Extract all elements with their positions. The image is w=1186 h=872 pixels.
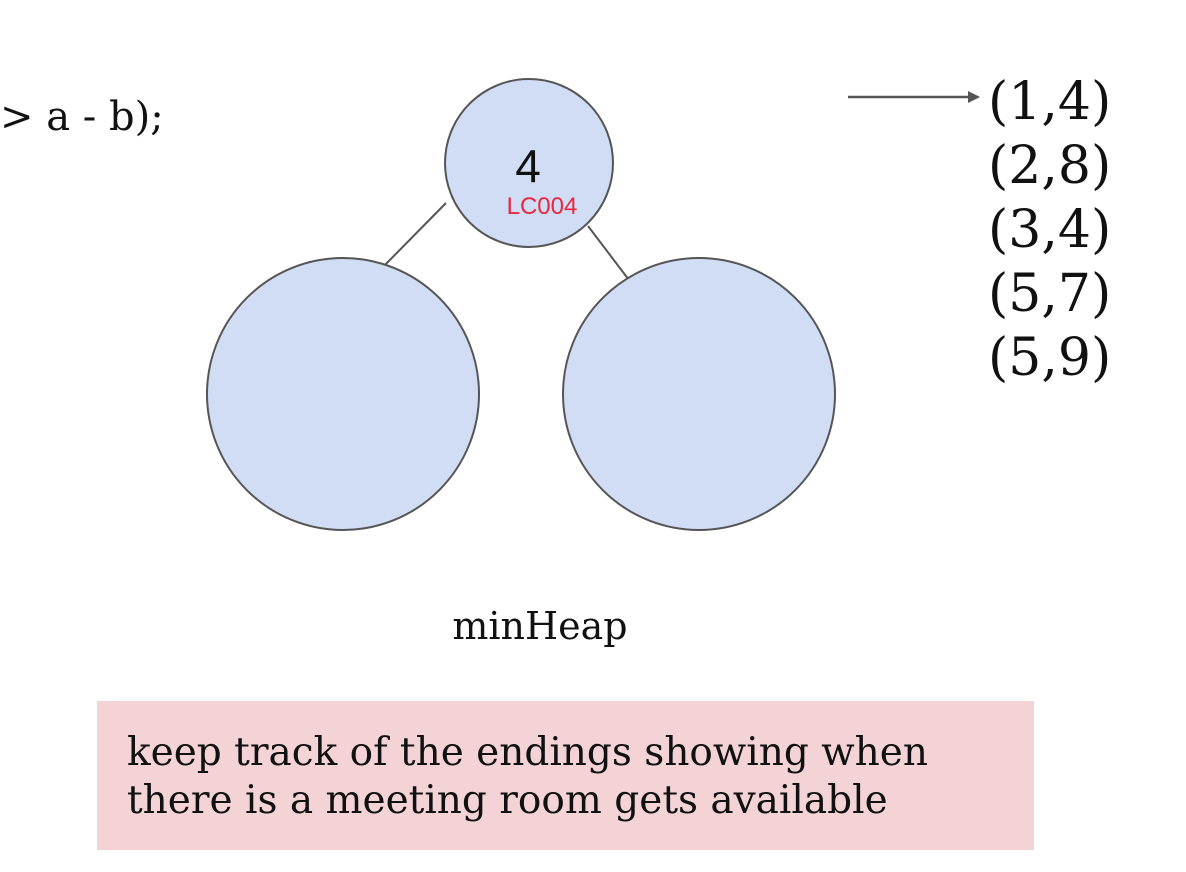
heap-right-child-node [562,257,836,531]
interval-list: (1,4) (2,8) (3,4) (5,7) (5,9) [988,70,1111,390]
edge-root-right [587,225,633,285]
note-box: keep track of the endings showing when t… [97,701,1034,850]
interval-item: (2,8) [988,136,1112,196]
edge-root-left [379,202,447,271]
note-text: keep track of the endings showing when t… [127,730,928,823]
interval-item: (5,7) [988,264,1112,324]
heap-label: minHeap [452,604,628,648]
interval-item: (5,9) [988,328,1112,388]
interval-item: (1,4) [988,72,1112,132]
heap-left-child-node [206,257,480,531]
code-fragment: > a - b); [0,94,164,140]
root-value: 4 [515,140,541,192]
interval-item: (3,4) [988,200,1112,260]
heap-root-node [444,78,614,248]
root-tag: LC004 [507,193,578,220]
